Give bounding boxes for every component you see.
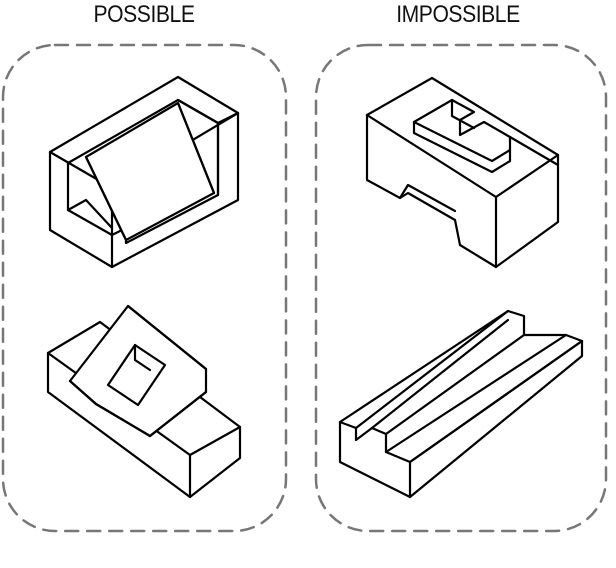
possible-heading: POSSIBLE — [93, 1, 195, 28]
impossible-figure-notched-block — [365, 76, 560, 269]
possible-panel-border — [1, 43, 288, 533]
possible-figure-block-with-recess — [48, 75, 240, 269]
impossible-figure-grooved-channel — [338, 309, 584, 499]
impossible-panel-border — [314, 43, 608, 533]
impossible-heading: IMPOSSIBLE — [396, 1, 520, 28]
possible-figure-tilted-hollow-block — [46, 304, 242, 499]
